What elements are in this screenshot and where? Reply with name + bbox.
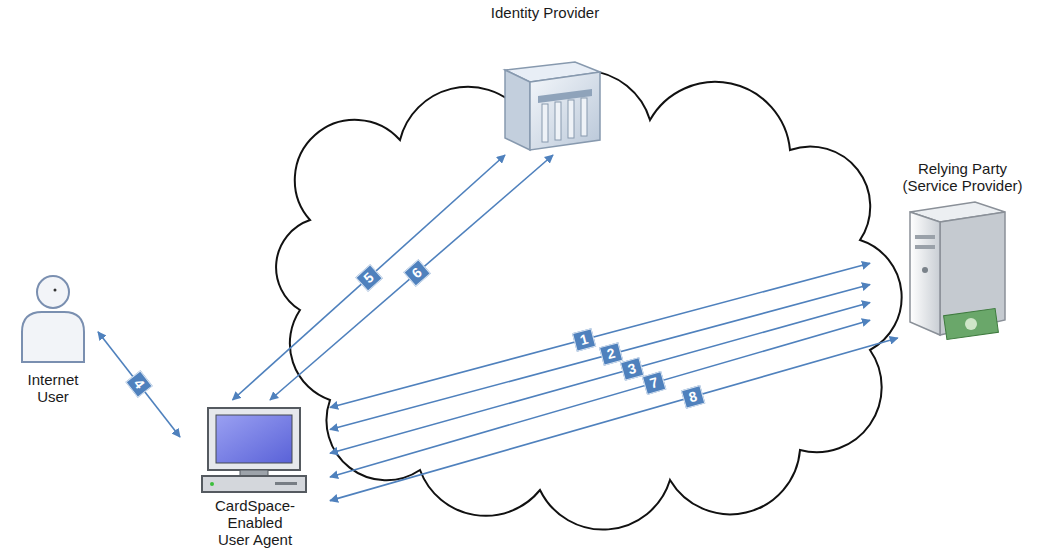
network-cloud (276, 70, 902, 529)
message-arrow (330, 302, 870, 453)
computer-icon (202, 408, 306, 492)
message-arrow (330, 263, 870, 407)
message-arrow (270, 155, 553, 400)
icon-node: Internet User (8, 272, 98, 405)
icon-node: CardSpace-Enabled User Agent (180, 400, 330, 548)
node-label: Internet User (17, 371, 89, 405)
person-icon (22, 276, 84, 362)
message-arrow (330, 285, 870, 430)
node-label: Relying Party (Service Provider) (898, 160, 1028, 194)
icon-node: Identity Provider (465, 4, 625, 155)
building-icon (505, 62, 600, 150)
node-label: Identity Provider (470, 4, 620, 21)
icon-node: Relying Party (Service Provider) (870, 160, 1055, 338)
step-number: 4 (125, 371, 152, 398)
node-label: CardSpace-Enabled User Agent (213, 497, 297, 548)
message-arrow (98, 332, 180, 437)
message-arrow (330, 338, 898, 501)
message-arrow (233, 155, 506, 400)
message-arrow (330, 320, 870, 477)
server-icon (910, 202, 1005, 340)
